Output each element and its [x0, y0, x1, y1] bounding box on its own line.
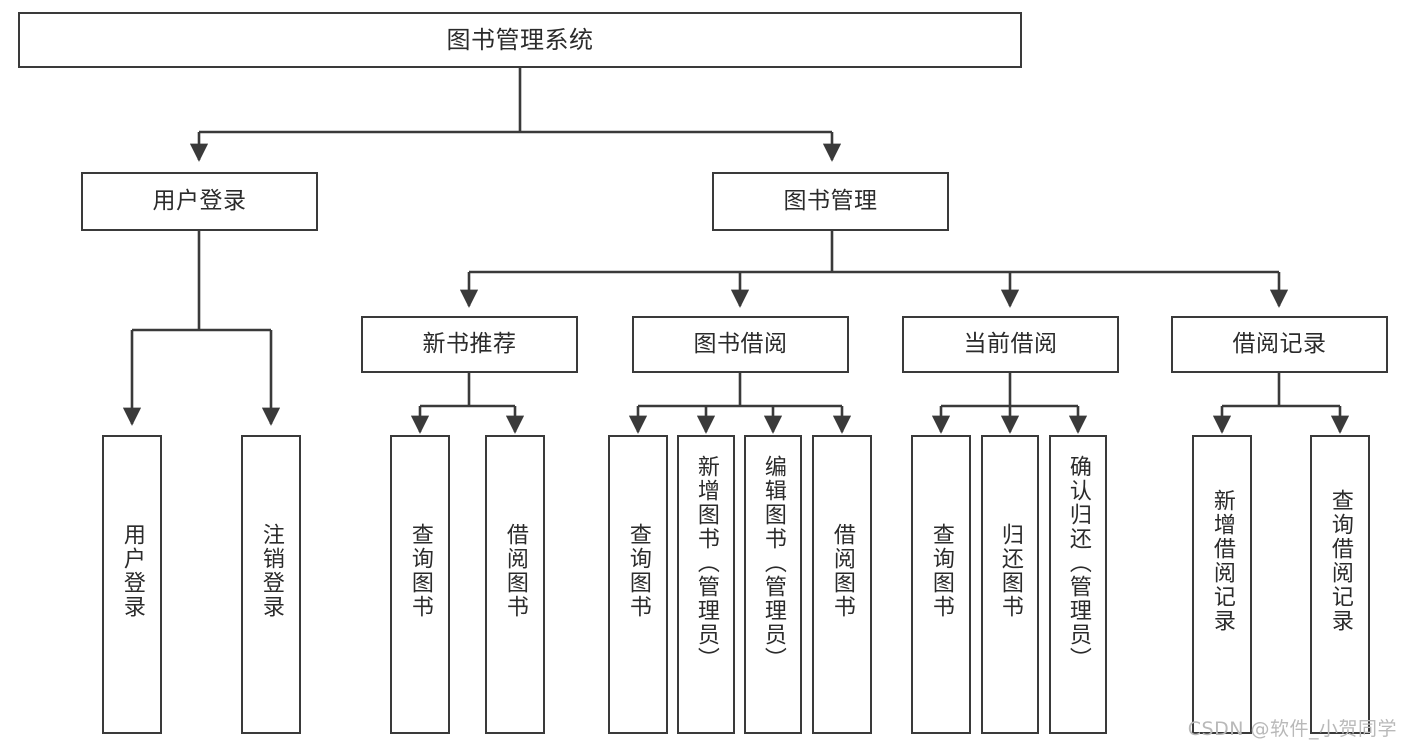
node-label: 用户登录 — [119, 523, 145, 619]
leaf-query-borrow-record[interactable]: 查询借阅记录 — [1310, 435, 1370, 734]
leaf-query-book-borrow[interactable]: 查询图书 — [608, 435, 668, 734]
node-root-system[interactable]: 图书管理系统 — [18, 12, 1022, 68]
node-current-borrow[interactable]: 当前借阅 — [902, 316, 1119, 373]
node-new-book-recommend[interactable]: 新书推荐 — [361, 316, 578, 373]
node-label: 用户登录 — [152, 188, 247, 215]
node-borrow-record[interactable]: 借阅记录 — [1171, 316, 1388, 373]
node-book-borrow[interactable]: 图书借阅 — [632, 316, 849, 373]
leaf-edit-book-admin[interactable]: 编辑图书（管理员） — [744, 435, 802, 734]
node-label: 新书推荐 — [422, 331, 517, 358]
node-label: 借阅图书 — [502, 523, 528, 619]
node-label: 查询借阅记录 — [1327, 489, 1353, 633]
node-label: 查询图书 — [625, 523, 651, 619]
leaf-borrow-book-recommend[interactable]: 借阅图书 — [485, 435, 545, 734]
node-label: 图书管理 — [783, 188, 878, 215]
leaf-add-book-admin[interactable]: 新增图书（管理员） — [677, 435, 735, 734]
node-label: 当前借阅 — [963, 331, 1058, 358]
leaf-add-borrow-record[interactable]: 新增借阅记录 — [1192, 435, 1252, 734]
node-label: 图书借阅 — [693, 331, 788, 358]
node-label: 编辑图书（管理员） — [760, 455, 786, 671]
node-label: 图书管理系统 — [446, 25, 594, 54]
node-label: 查询图书 — [928, 523, 954, 619]
node-label: 确认归还（管理员） — [1065, 455, 1091, 671]
node-user-login[interactable]: 用户登录 — [81, 172, 318, 231]
node-label: 借阅记录 — [1232, 331, 1327, 358]
node-label: 新增图书（管理员） — [693, 455, 719, 671]
leaf-query-book-current[interactable]: 查询图书 — [911, 435, 971, 734]
leaf-borrow-book[interactable]: 借阅图书 — [812, 435, 872, 734]
node-book-management[interactable]: 图书管理 — [712, 172, 949, 231]
leaf-query-book-recommend[interactable]: 查询图书 — [390, 435, 450, 734]
node-label: 注销登录 — [258, 523, 284, 619]
leaf-logout[interactable]: 注销登录 — [241, 435, 301, 734]
leaf-confirm-return-admin[interactable]: 确认归还（管理员） — [1049, 435, 1107, 734]
node-label: 借阅图书 — [829, 523, 855, 619]
leaf-return-book[interactable]: 归还图书 — [981, 435, 1039, 734]
node-label: 归还图书 — [997, 523, 1023, 619]
node-label: 新增借阅记录 — [1209, 489, 1235, 633]
leaf-user-login[interactable]: 用户登录 — [102, 435, 162, 734]
node-label: 查询图书 — [407, 523, 433, 619]
